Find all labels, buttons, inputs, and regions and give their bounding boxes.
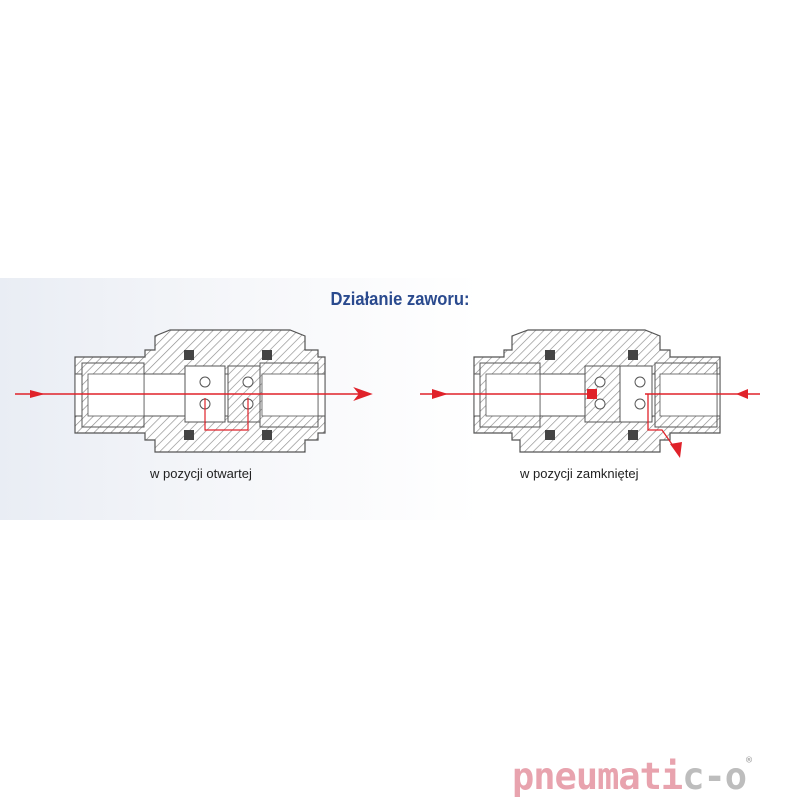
flow-bypass	[204, 398, 249, 431]
logo-tail: c-o	[682, 755, 747, 798]
flow-exhaust	[647, 394, 677, 451]
seal	[184, 350, 194, 360]
ball	[594, 376, 606, 388]
caption-open: w pozycji otwartej	[150, 466, 252, 481]
brand-logo: pneumatic-o®	[512, 755, 752, 798]
valve-open	[15, 329, 373, 453]
logo-registered-mark: ®	[746, 755, 752, 766]
caption-closed: w pozycji zamkniętej	[520, 466, 639, 481]
valve-closed	[420, 329, 760, 458]
blocked-marker	[587, 389, 597, 399]
ball	[199, 376, 211, 388]
logo-main: pneumati	[512, 755, 683, 798]
diagram-title: Działanie zaworu:	[330, 289, 470, 309]
seal	[545, 350, 555, 360]
